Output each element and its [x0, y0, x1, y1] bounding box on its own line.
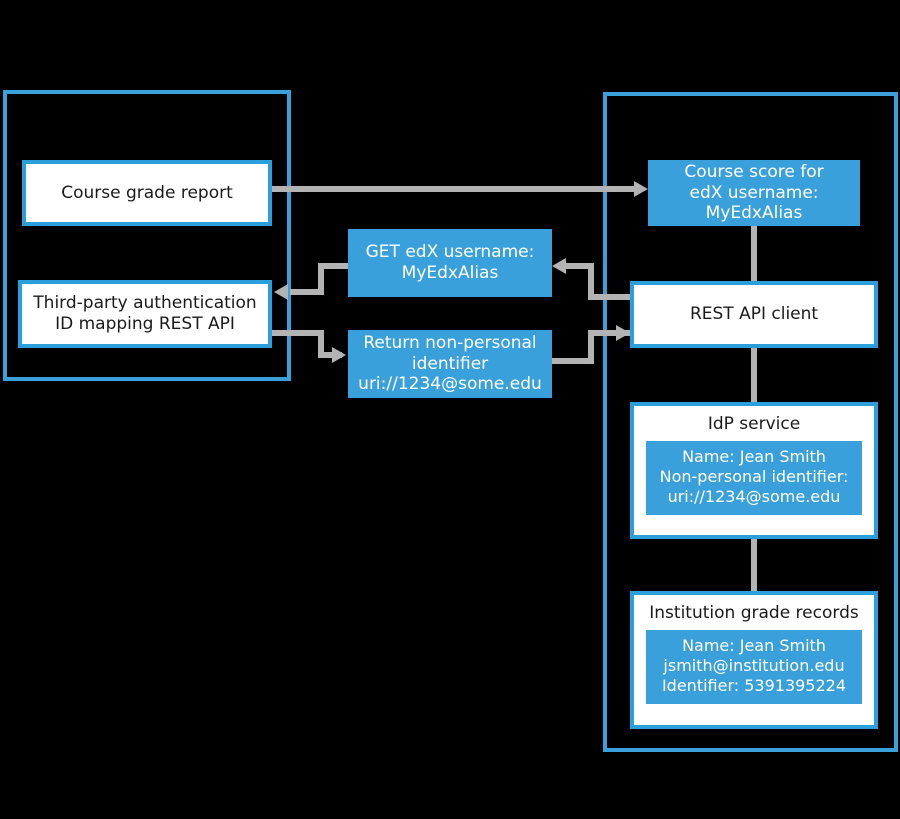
- arrowhead-to-return-box: [332, 347, 346, 363]
- connector-grade-report-to-course-score: [272, 186, 636, 192]
- node-return-non-personal-identifier[interactable]: Return non-personal identifier uri://123…: [348, 330, 552, 398]
- connector-thirdparty-to-return-h1: [272, 330, 324, 336]
- connector-thirdparty-to-return-v: [318, 330, 324, 358]
- institution-line-1: Name: Jean Smith: [682, 635, 826, 655]
- edx-platform-group: [3, 90, 291, 381]
- node-get-edx-username[interactable]: GET edX username: MyEdxAlias: [348, 229, 552, 297]
- third-party-line-2: ID mapping REST API: [55, 314, 235, 334]
- course-score-line-1: Course score for: [684, 161, 824, 182]
- course-score-line-2: edX username:: [689, 182, 819, 203]
- course-score-line-3: MyEdxAlias: [705, 203, 803, 224]
- node-course-score-label: Course score for edX username: MyEdxAlia…: [684, 162, 823, 224]
- arrowhead-to-get-box: [552, 258, 566, 274]
- node-institution-grade-records[interactable]: Institution grade records Name: Jean Smi…: [630, 591, 878, 729]
- institution-group: [603, 92, 898, 752]
- node-rest-api-client-label: REST API client: [689, 304, 819, 325]
- return-id-line-3: uri://1234@some.edu: [358, 374, 542, 395]
- arrowhead-to-rest-api-client: [616, 325, 630, 341]
- connector-idp-to-institution: [751, 538, 757, 592]
- connector-return-to-rest-h2: [588, 330, 630, 336]
- node-third-party-auth-api-label: Third-party authentication ID mapping RE…: [33, 293, 256, 334]
- arrowhead-to-course-score: [634, 181, 648, 197]
- connector-rest-to-get-h3: [566, 263, 594, 269]
- node-return-identifier-label: Return non-personal identifier uri://123…: [358, 333, 542, 395]
- node-get-edx-username-label: GET edX username: MyEdxAlias: [366, 242, 535, 283]
- connector-return-to-rest-h1: [552, 358, 594, 364]
- idp-line-3: uri://1234@some.edu: [667, 486, 841, 506]
- node-idp-service[interactable]: IdP service Name: Jean Smith Non-persona…: [630, 402, 878, 539]
- connector-thirdparty-to-return-h2: [318, 352, 342, 358]
- return-id-line-1: Return non-personal: [363, 332, 537, 353]
- get-edx-line-2: MyEdxAlias: [401, 263, 499, 283]
- third-party-line-1: Third-party authentication: [33, 293, 257, 314]
- node-course-grade-report[interactable]: Course grade report: [22, 160, 272, 226]
- connector-get-to-thirdparty-h1: [318, 263, 350, 269]
- institution-records-details: Name: Jean Smith jsmith@institution.edu …: [646, 629, 862, 704]
- idp-line-2: Non-personal identifier:: [659, 466, 849, 486]
- institution-line-2: jsmith@institution.edu: [663, 655, 845, 675]
- node-third-party-auth-api[interactable]: Third-party authentication ID mapping RE…: [18, 280, 272, 348]
- get-edx-line-1: GET edX username:: [365, 242, 535, 263]
- idp-service-title: IdP service: [707, 414, 801, 434]
- connector-return-to-rest-v: [588, 330, 594, 364]
- connector-get-to-thirdparty-h2: [290, 289, 324, 295]
- idp-line-1: Name: Jean Smith: [682, 446, 826, 466]
- connector-rest-to-get-v: [588, 263, 594, 300]
- arrowhead-to-thirdparty-api: [274, 284, 288, 300]
- institution-line-3: Identifier: 5391395224: [661, 675, 847, 695]
- node-course-score[interactable]: Course score for edX username: MyEdxAlia…: [648, 160, 860, 226]
- return-id-line-2: identifier: [411, 353, 489, 374]
- idp-service-details: Name: Jean Smith Non-personal identifier…: [646, 440, 862, 515]
- institution-records-title: Institution grade records: [649, 603, 859, 623]
- connector-get-to-thirdparty-v: [318, 263, 324, 289]
- connector-course-score-to-rest: [751, 226, 757, 281]
- node-course-grade-report-label: Course grade report: [61, 182, 233, 203]
- node-rest-api-client[interactable]: REST API client: [630, 281, 878, 348]
- connector-rest-to-idp: [751, 347, 757, 404]
